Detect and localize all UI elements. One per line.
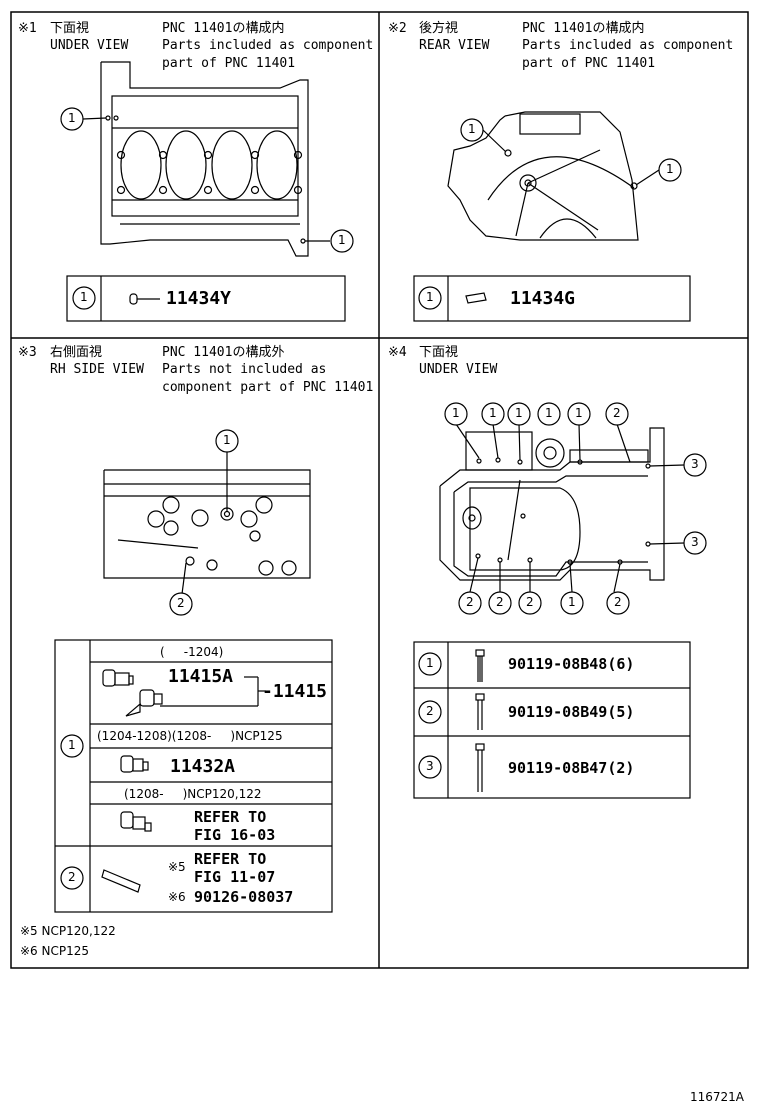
part-number-11415[interactable]: -11415 [262, 681, 328, 702]
callout-3: 3 [426, 759, 434, 773]
rh-side-view-drawing [103, 452, 311, 595]
callout-2: 2 [426, 704, 434, 718]
under-view-block-drawing [82, 61, 330, 257]
callout-1: 1 [545, 406, 553, 420]
bolt-part-number[interactable]: 90119-08B49(5) [508, 703, 635, 721]
panel-mark: ※1 [18, 21, 37, 36]
part-number-11434y[interactable]: 11434Y [166, 288, 232, 309]
bolt-part-number[interactable]: 90119-08B47(2) [508, 759, 635, 777]
pnc-label: PNC 11401の構成内 [162, 21, 285, 36]
panel-title-jp: 下面視 [419, 345, 459, 360]
rear-view-block-drawing [447, 111, 660, 241]
refer-fig-label[interactable]: FIG 11-07 [194, 868, 276, 886]
part-number-11415a[interactable]: 11415A [168, 666, 234, 687]
callout-3: 3 [691, 535, 699, 549]
callout-2: 2 [496, 595, 504, 609]
refer-to-label[interactable]: REFER TO [194, 850, 267, 868]
panel-title-jp: 後方視 [419, 21, 459, 36]
callout-2: 2 [526, 595, 534, 609]
part-number-90126-08037[interactable]: 90126-08037 [194, 888, 294, 906]
callout-3: 3 [691, 457, 699, 471]
refer-to-label[interactable]: REFER TO [194, 808, 267, 826]
pnc-desc-1: Parts included as component [522, 38, 734, 53]
callout-1: 1 [338, 233, 346, 247]
callout-1: 1 [489, 406, 497, 420]
panel-title-jp: 下面視 [50, 21, 90, 36]
pnc-desc-1: Parts not included as [162, 362, 327, 377]
date-range-label: (1204-1208)(1208- )NCP125 [97, 729, 283, 743]
date-range-label: (1208- )NCP120,122 [124, 787, 262, 801]
panel-mark: ※2 [388, 21, 407, 36]
callout-circles [60, 107, 707, 890]
panel-mark: ※4 [388, 345, 407, 360]
pnc-desc-1: Parts included as component [162, 38, 374, 53]
panel-title-en: UNDER VIEW [50, 38, 129, 53]
callout-1: 1 [80, 290, 88, 304]
refer-fig-label[interactable]: FIG 16-03 [194, 826, 276, 844]
callout-1: 1 [575, 406, 583, 420]
callout-1: 1 [426, 290, 434, 304]
callout-1: 1 [223, 433, 231, 447]
bolt-glyphs [475, 649, 485, 792]
footnote-mark: ※6 [168, 890, 186, 904]
footnote-mark: ※5 [168, 860, 186, 874]
oil-pan-under-view-drawing [439, 423, 685, 593]
footnote-6: ※6 NCP125 [20, 944, 89, 958]
pnc-label: PNC 11401の構成外 [162, 345, 285, 360]
callout-1: 1 [468, 122, 476, 136]
panel-title-en: UNDER VIEW [419, 362, 498, 377]
panel-title-en: RH SIDE VIEW [50, 362, 144, 377]
panel-mark: ※3 [18, 345, 37, 360]
callout-2: 2 [68, 870, 76, 884]
callout-1: 1 [452, 406, 460, 420]
callout-1: 1 [426, 656, 434, 670]
callout-1: 1 [68, 738, 76, 752]
panel-title-en: REAR VIEW [419, 38, 490, 53]
callout-1: 1 [515, 406, 523, 420]
pnc-label: PNC 11401の構成内 [522, 21, 645, 36]
footnote-5: ※5 NCP120,122 [20, 924, 116, 938]
part-number-11434g[interactable]: 11434G [510, 288, 576, 309]
pnc-desc-2: part of PNC 11401 [522, 56, 656, 71]
callout-1: 1 [568, 595, 576, 609]
callout-2: 2 [613, 406, 621, 420]
callout-1: 1 [68, 111, 76, 125]
callout-1: 1 [666, 162, 674, 176]
panel-title-jp: 右側面視 [50, 345, 103, 360]
callout-2: 2 [466, 595, 474, 609]
pnc-desc-2: component part of PNC 11401 [162, 380, 374, 395]
knock-pin-glyph [101, 669, 163, 893]
figure-id: 116721A [690, 1090, 745, 1104]
pnc-desc-2: part of PNC 11401 [162, 56, 296, 71]
bolt-part-number[interactable]: 90119-08B48(6) [508, 655, 635, 673]
callout-2: 2 [177, 596, 185, 610]
part-number-11432a[interactable]: 11432A [170, 756, 236, 777]
callout-2: 2 [614, 595, 622, 609]
date-range-label: ( -1204) [160, 645, 224, 659]
